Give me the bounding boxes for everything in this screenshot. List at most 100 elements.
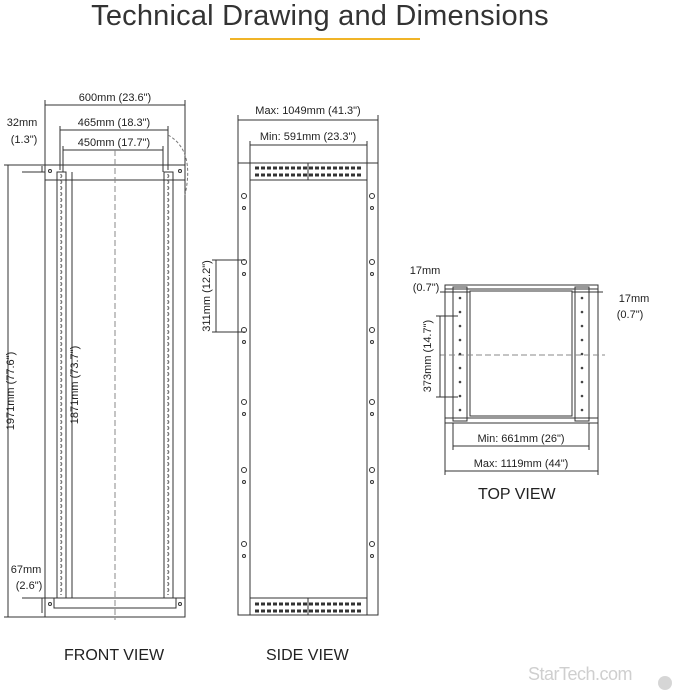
rail-hole — [167, 445, 170, 447]
rail-hole — [167, 271, 170, 273]
top-hole — [580, 394, 584, 398]
rail-hole — [60, 415, 63, 417]
rail-hole — [167, 301, 170, 303]
rail-hole — [60, 211, 63, 213]
rail-hole — [167, 181, 170, 183]
rail-hole — [60, 247, 63, 249]
rail-hole — [167, 349, 170, 351]
side-hole-spacing-label: 311mm (12.2") — [201, 260, 213, 332]
rail-hole — [167, 523, 170, 525]
side-depth-max-label: Max: 1049mm (41.3") — [255, 105, 360, 117]
rail-hole — [60, 541, 63, 543]
rail-hole — [167, 355, 170, 357]
rail-hole — [60, 439, 63, 441]
rail-hole — [60, 559, 63, 561]
rail-hole — [60, 379, 63, 381]
rail-hole — [167, 379, 170, 381]
rail-hole — [167, 331, 170, 333]
rail-hole — [167, 547, 170, 549]
side-hole — [370, 340, 374, 344]
top-hole — [458, 310, 462, 314]
top-hole — [580, 296, 584, 300]
rail-hole — [167, 421, 170, 423]
top-hole — [458, 366, 462, 370]
side-hole — [242, 554, 246, 558]
rail-hole — [60, 475, 63, 477]
rail-hole — [167, 313, 170, 315]
side-hole — [242, 272, 246, 276]
top-hole — [580, 408, 584, 412]
rail-hole — [167, 373, 170, 375]
top-hole — [580, 366, 584, 370]
rail-hole — [167, 505, 170, 507]
top-hole — [458, 324, 462, 328]
rail-hole — [167, 259, 170, 261]
rail-hole — [60, 403, 63, 405]
top-depth-max-label: Max: 1119mm (44") — [474, 458, 569, 470]
rail-hole — [60, 325, 63, 327]
top-hole — [580, 324, 584, 328]
rail-hole — [167, 229, 170, 231]
rail-hole — [167, 409, 170, 411]
rail-hole — [60, 589, 63, 591]
rail-hole — [60, 301, 63, 303]
rail-hole — [60, 523, 63, 525]
top-hole — [458, 352, 462, 356]
front-bottom-offset-inch-label: (2.6") — [16, 580, 43, 592]
rail-hole — [167, 319, 170, 321]
top-view-drawing — [436, 284, 605, 475]
rail-hole — [60, 361, 63, 363]
rail-hole — [60, 385, 63, 387]
top-view-label: TOP VIEW — [478, 486, 556, 503]
rail-hole — [167, 325, 170, 327]
side-hole — [369, 467, 375, 473]
rail-hole — [60, 259, 63, 261]
rail-hole — [167, 397, 170, 399]
rail-hole — [167, 541, 170, 543]
rail-hole — [167, 403, 170, 405]
front-view-drawing — [4, 100, 189, 620]
rail-hole — [60, 427, 63, 429]
rail-hole — [167, 217, 170, 219]
rail-hole — [167, 451, 170, 453]
rail-hole — [167, 535, 170, 537]
top-hole — [458, 338, 462, 342]
rail-hole — [60, 181, 63, 183]
rail-hole — [60, 253, 63, 255]
rail-hole — [167, 175, 170, 177]
top-hole — [458, 296, 462, 300]
rail-hole — [167, 205, 170, 207]
rail-hole — [60, 571, 63, 573]
rail-hole — [60, 205, 63, 207]
side-hole — [369, 541, 375, 547]
rail-hole — [60, 421, 63, 423]
rail-hole — [167, 529, 170, 531]
title-accent-rule — [230, 38, 420, 40]
rail-hole — [60, 553, 63, 555]
side-hole — [242, 206, 246, 210]
rail-hole — [60, 457, 63, 459]
rail-hole — [60, 229, 63, 231]
rail-hole — [167, 415, 170, 417]
top-hole — [458, 394, 462, 398]
front-width-outer-label: 600mm (23.6") — [79, 92, 151, 104]
rail-hole — [167, 235, 170, 237]
top-left-offset-inch-label: (0.7") — [413, 282, 440, 294]
page-title: Technical Drawing and Dimensions — [91, 0, 549, 32]
side-hole — [369, 327, 375, 333]
front-width-inner-label: 450mm (17.7") — [78, 137, 150, 149]
side-hole — [241, 541, 247, 547]
side-view-label: SIDE VIEW — [266, 647, 349, 664]
side-depth-min-label: Min: 591mm (23.3") — [260, 131, 356, 143]
rail-hole — [60, 511, 63, 513]
rail-hole — [167, 253, 170, 255]
rail-hole — [60, 409, 63, 411]
rail-hole — [60, 445, 63, 447]
top-hole — [580, 352, 584, 356]
rail-hole — [167, 391, 170, 393]
front-height-inner-label: 1871mm (73.7") — [69, 346, 81, 425]
rail-hole — [60, 487, 63, 489]
side-hole — [370, 206, 374, 210]
rail-hole — [60, 547, 63, 549]
rail-hole — [60, 535, 63, 537]
